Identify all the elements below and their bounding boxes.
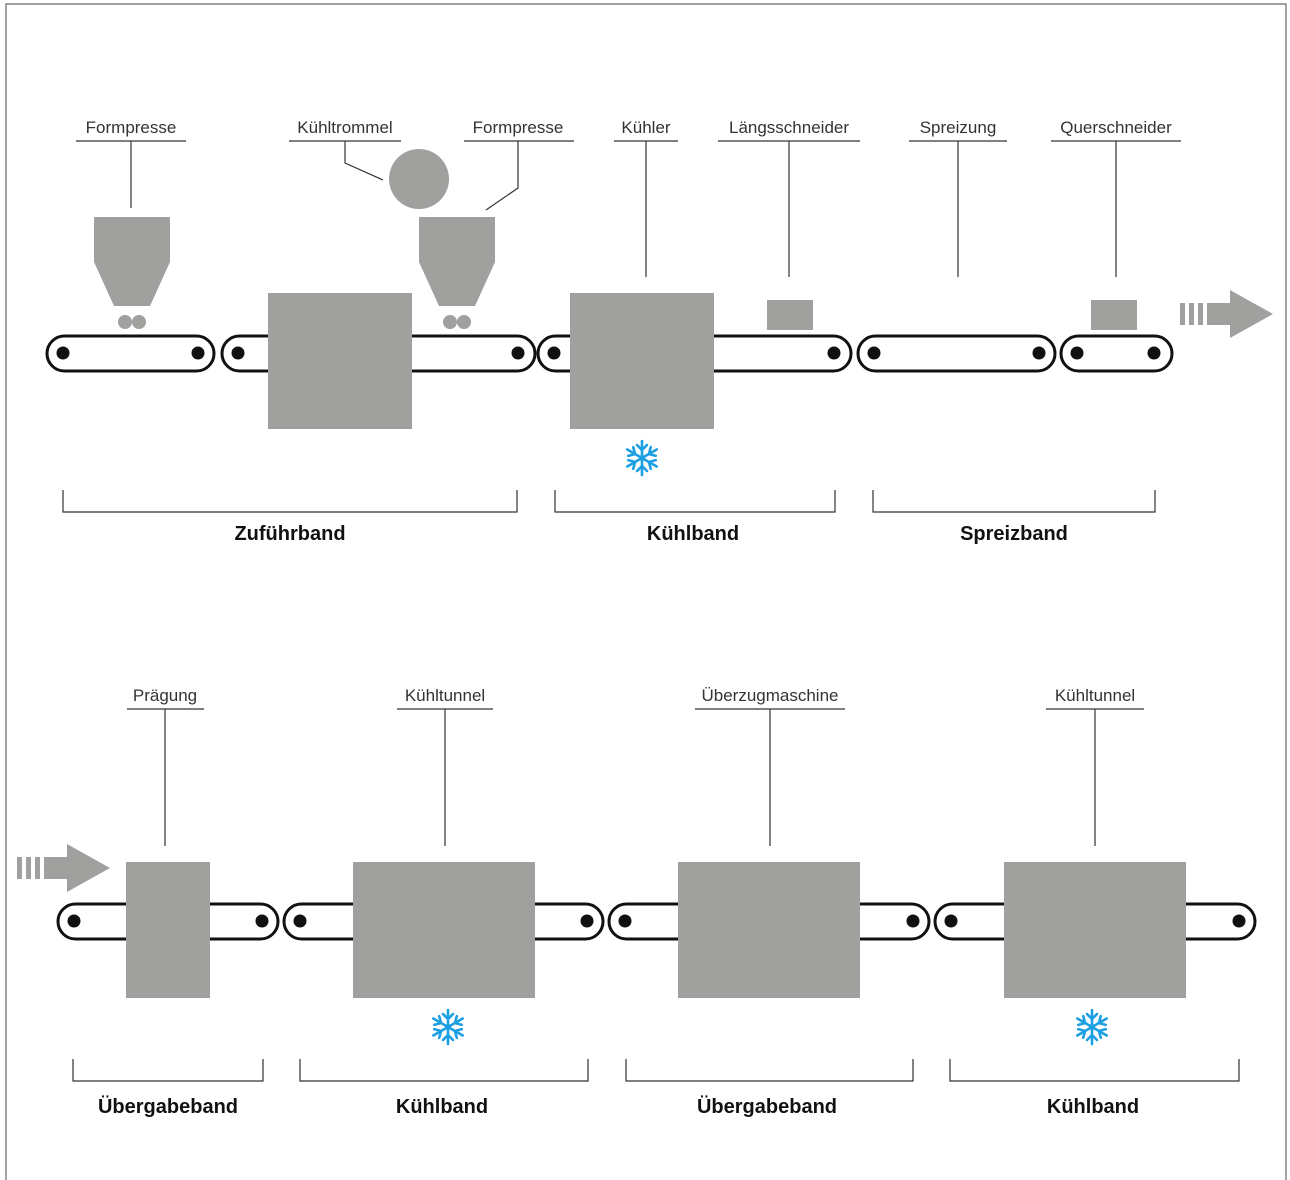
snowflake-icon [429, 1008, 467, 1046]
roller [255, 914, 269, 928]
flow-arrow-icon [17, 844, 110, 892]
label-spreizung: Spreizung [920, 118, 997, 137]
belt-spreiz-1 [856, 334, 1057, 373]
formpresse-1-roller [132, 315, 146, 329]
kuehltrommel-drum [389, 149, 449, 209]
label-formpresse-2: Formpresse [473, 118, 564, 137]
label-kuehltunnel-2: Kühltunnel [1055, 686, 1135, 705]
kuehler-box [570, 293, 714, 429]
label-kuehler: Kühler [621, 118, 670, 137]
roller [293, 914, 307, 928]
formpresse-2-hopper [419, 217, 495, 306]
label-laengsschneider: Längsschneider [729, 118, 849, 137]
formpresse-2-roller [457, 315, 471, 329]
section-kuehlband: Kühlband [647, 523, 739, 545]
kuehltrommel-unit [268, 293, 412, 429]
label-formpresse-1: Formpresse [86, 118, 177, 137]
belt-spreiz-2 [1059, 334, 1174, 373]
roller [67, 914, 81, 928]
laengsschneider-box [767, 300, 813, 330]
section-uebergabeband-2: Übergabeband [697, 1095, 837, 1118]
roller [944, 914, 958, 928]
label-kuehltrommel: Kühltrommel [297, 118, 392, 137]
frame [5, 3, 1287, 1180]
snowflake-icon [1073, 1008, 1111, 1046]
kuehltunnel-2-box [1004, 862, 1186, 998]
label-querschneider: Querschneider [1060, 118, 1172, 137]
section-spreizband: Spreizband [960, 523, 1068, 545]
roller [906, 914, 920, 928]
label-ueberzugmaschine: Überzugmaschine [701, 686, 838, 705]
kuehltunnel-1-box [353, 862, 535, 998]
roller [1232, 914, 1246, 928]
ueberzugmaschine-box [678, 862, 860, 998]
belt-zufuehr-1 [45, 334, 216, 373]
section-kuehlband-2: Kühlband [1047, 1096, 1139, 1118]
leader-lines-bottom [127, 708, 1144, 846]
roller [1032, 346, 1046, 360]
formpresse-2-roller [443, 315, 457, 329]
roller [867, 346, 881, 360]
roller [1147, 346, 1161, 360]
roller [56, 346, 70, 360]
label-praegung: Prägung [133, 686, 197, 705]
section-brackets-bottom [72, 1059, 1240, 1082]
roller [547, 346, 561, 360]
formpresse-1-roller [118, 315, 132, 329]
flow-arrow-icon [1180, 290, 1273, 338]
section-uebergabeband-1: Übergabeband [98, 1095, 238, 1118]
section-zufuehrband: Zuführband [234, 523, 345, 545]
snowflake-icon [623, 439, 661, 477]
label-kuehltunnel-1: Kühltunnel [405, 686, 485, 705]
roller [511, 346, 525, 360]
section-brackets-top [62, 490, 1156, 513]
leader-lines-top [76, 140, 1181, 277]
roller [1070, 346, 1084, 360]
section-kuehlband-1: Kühlband [396, 1096, 488, 1118]
querschneider-box [1091, 300, 1137, 330]
roller [580, 914, 594, 928]
roller [191, 346, 205, 360]
roller [231, 346, 245, 360]
roller [618, 914, 632, 928]
formpresse-1-hopper [94, 217, 170, 306]
praegung-box [126, 862, 210, 998]
roller [827, 346, 841, 360]
